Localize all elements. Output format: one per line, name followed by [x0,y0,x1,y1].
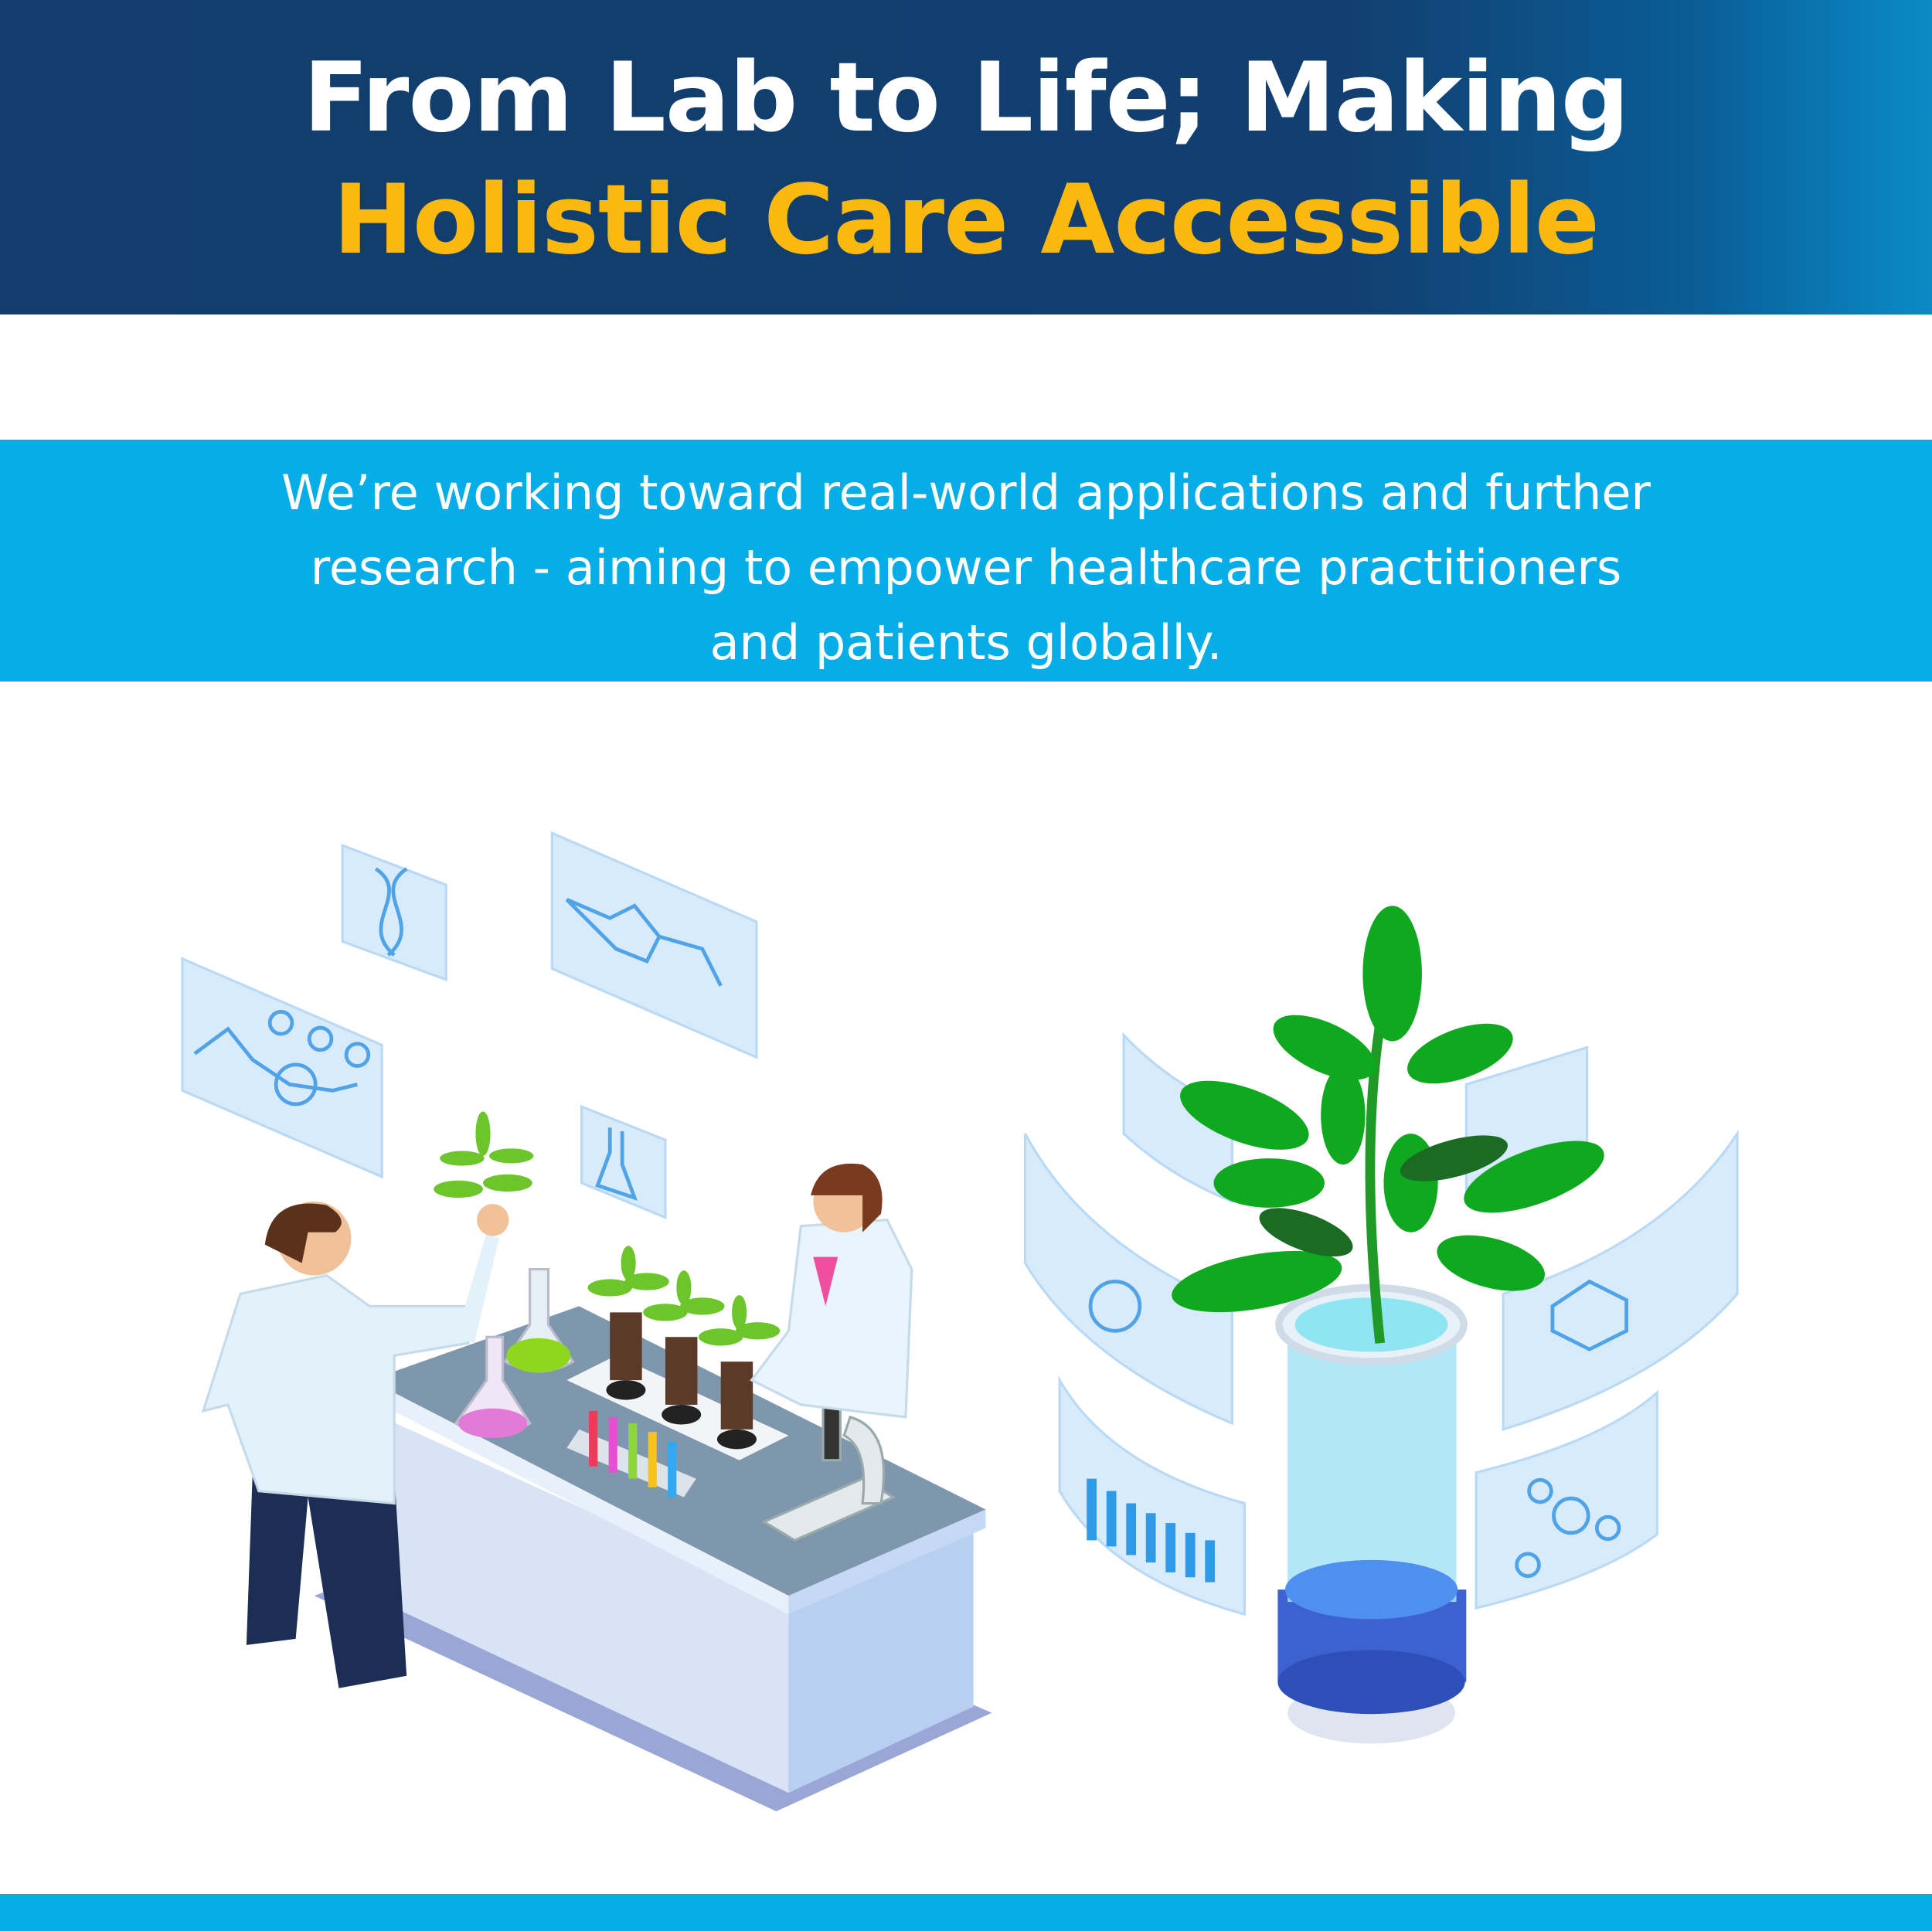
plant-bioreactor [1172,906,1604,1744]
mission-line: and patients globally. [709,614,1223,671]
graph-panel [1023,1133,1233,1426]
mission-banner: We’re working toward real-world applicat… [0,440,1932,682]
footer-bar [0,1894,1932,1931]
male-scientist [201,1201,509,1688]
microscope-icon [761,1385,896,1542]
dna-panel [1122,1032,1233,1204]
mission-line: research - aiming to empower healthcare … [310,539,1622,596]
seedling-pots [566,1246,789,1460]
title-line-2: Holistic Care Accessible [333,165,1600,276]
mission-line: We’re working toward real-world applicat… [281,464,1651,521]
mission-text: We’re working toward real-world applicat… [0,455,1932,680]
molecule-panel [1502,1129,1739,1432]
female-scientist [750,1163,913,1419]
dna-panel [341,843,447,982]
lab-illustration [181,831,1739,1812]
lab-glassware [454,1267,696,1498]
hand-held-seedling [434,1111,534,1198]
title-line-1: From Lab to Life; Making [303,42,1629,154]
header: From Lab to Life; Making Holistic Care A… [0,0,1932,314]
